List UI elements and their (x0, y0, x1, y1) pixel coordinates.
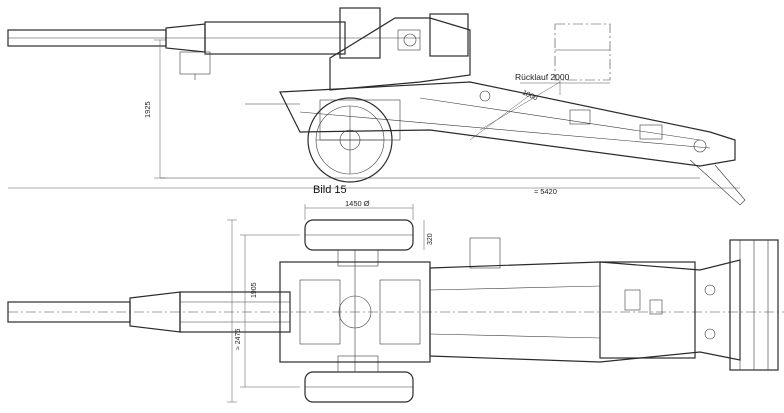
side-trail (245, 81, 746, 206)
side-view (7, 7, 746, 206)
side-wheel (307, 97, 401, 183)
length-label: ≈ 5420 (534, 187, 557, 196)
top-carriage (279, 237, 501, 372)
figure-caption: Bild 15 (313, 184, 347, 196)
top-trail (429, 239, 779, 371)
height-label: 1925 (143, 101, 152, 118)
recoil-label: Rücklauf 2000 (515, 72, 570, 82)
recoil-sub-label: 1000 (521, 89, 538, 102)
track-width-label: 1905 (251, 282, 258, 298)
top-barrel (7, 291, 291, 333)
wheel-diameter-label: 1450 Ø (345, 199, 370, 208)
top-wheels (304, 219, 414, 403)
overall-width-label: ≈ 2475 (235, 329, 242, 350)
tire-width-label: 320 (427, 233, 434, 245)
side-barrel (7, 21, 420, 80)
top-view (7, 204, 784, 403)
